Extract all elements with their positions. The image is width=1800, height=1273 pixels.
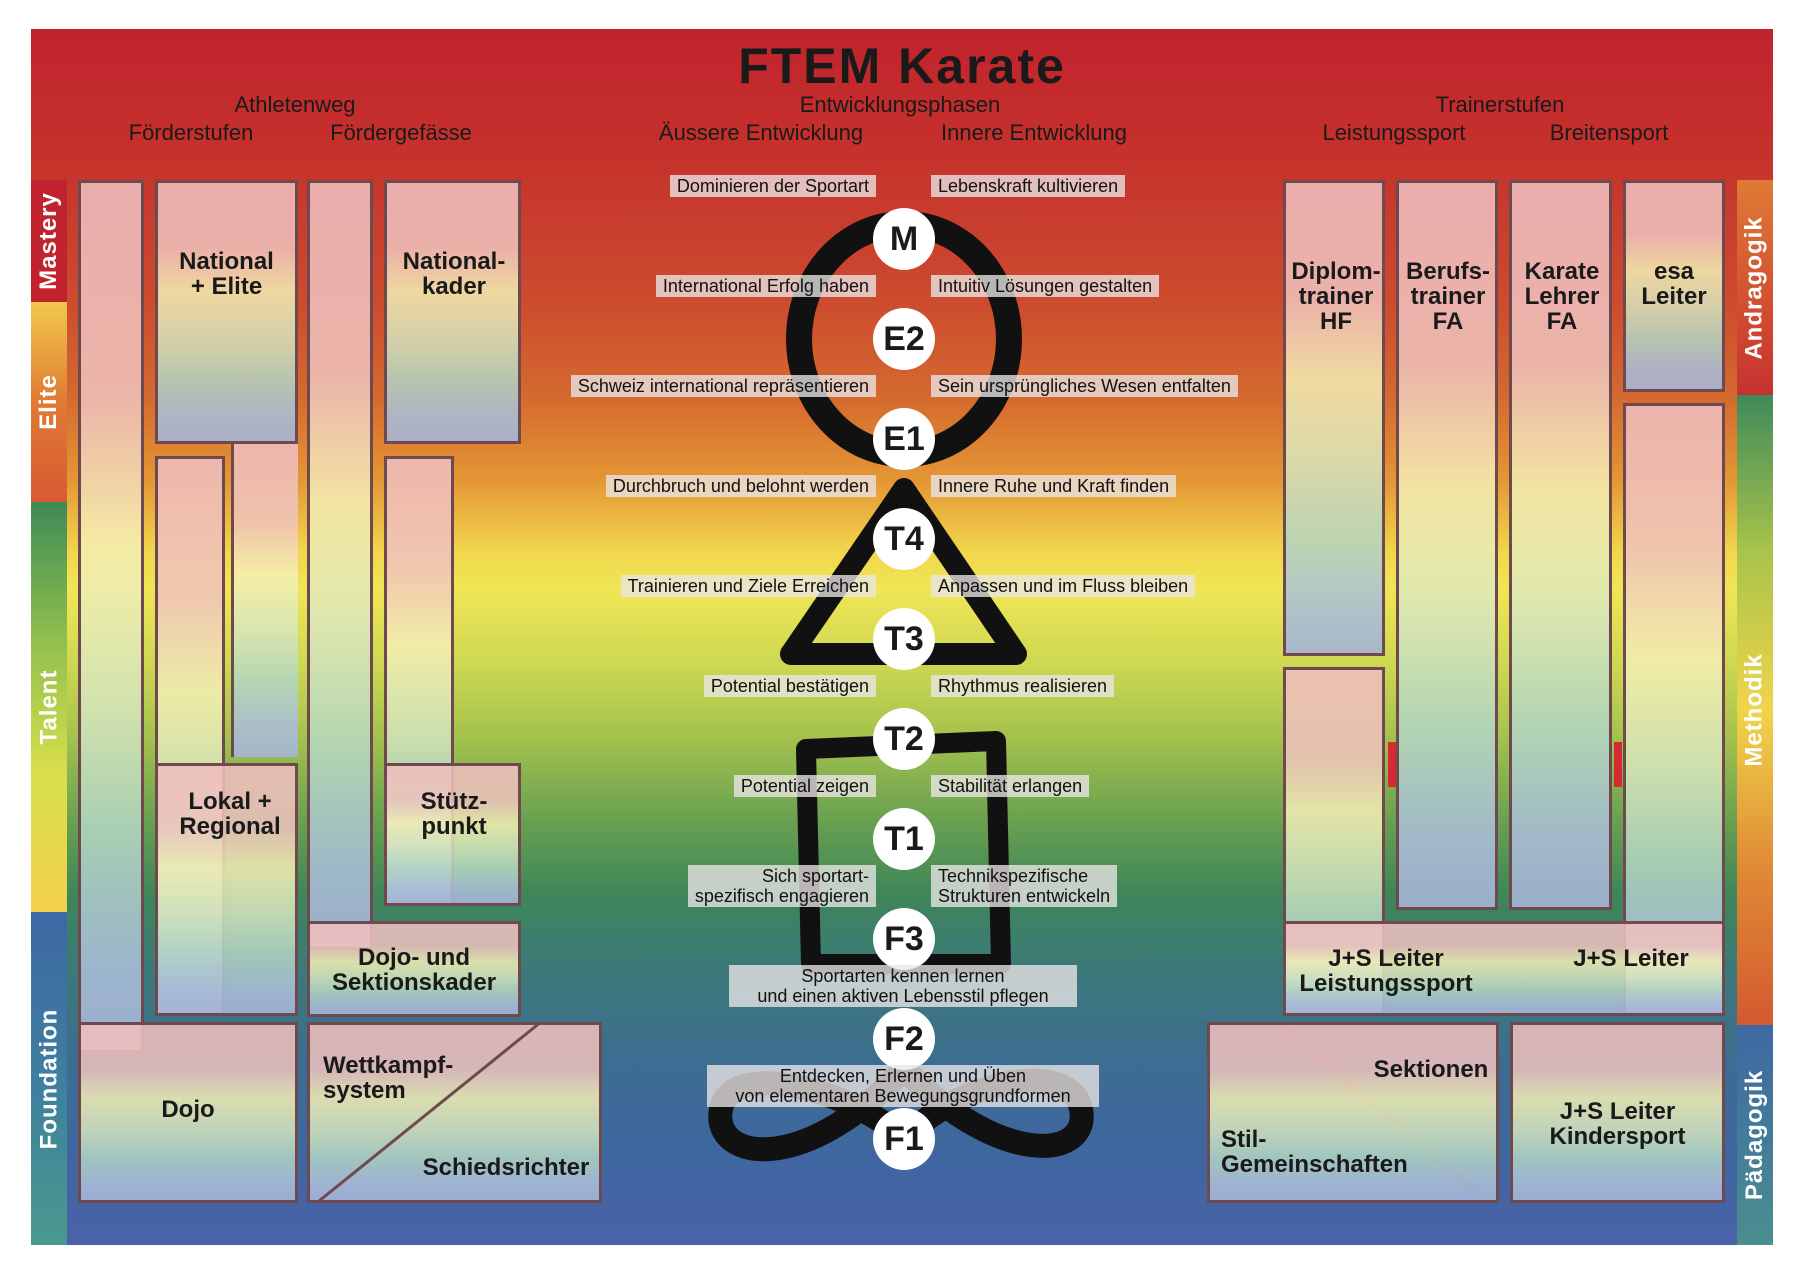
header-aeussere-entwicklung: Äussere Entwicklung xyxy=(658,120,864,145)
header-innere-entwicklung: Innere Entwicklung xyxy=(941,120,1127,145)
phase-node-t4: T4 xyxy=(873,508,935,570)
panel-sektionen-stil xyxy=(1207,1022,1499,1203)
panel-esa-lower xyxy=(1623,403,1725,1016)
panel-karate-lehrer xyxy=(1509,180,1612,910)
tag-inner-f3: Technikspezifische Strukturen entwickeln xyxy=(931,865,1118,907)
tag-combined-f1: Entdecken, Erlernen und Üben von element… xyxy=(707,1065,1099,1107)
tag-outer-t1: Potential zeigen xyxy=(733,775,876,797)
red-marker-left xyxy=(1388,742,1396,787)
panel-diplomtrainer xyxy=(1283,180,1385,656)
band-mastery: Mastery xyxy=(31,180,67,302)
phase-node-t2: T2 xyxy=(873,708,935,770)
phase-node-e2: E2 xyxy=(873,308,935,370)
phase-node-f2: F2 xyxy=(873,1008,935,1070)
label-diplomtrainer: Diplom- trainer HF xyxy=(1291,258,1381,335)
tag-inner-t2: Rhythmus realisieren xyxy=(931,675,1115,697)
tag-inner-t3: Anpassen und im Fluss bleiben xyxy=(931,575,1196,597)
tag-outer-m: Dominieren der Sportart xyxy=(669,175,876,197)
header-foerderstufen: Förderstufen xyxy=(128,120,254,145)
band-andragogik: Andragogik xyxy=(1737,180,1773,395)
tag-inner-t4: Innere Ruhe und Kraft finden xyxy=(931,475,1177,497)
label-wettkampfsystem: Wettkampf- system xyxy=(323,1052,454,1104)
label-dojo: Dojo xyxy=(161,1096,215,1123)
panel-berufstrainer xyxy=(1396,180,1498,910)
tag-inner-e2: Intuitiv Lösungen gestalten xyxy=(931,275,1160,297)
tag-outer-f3: Sich sportart- spezifisch engagieren xyxy=(687,865,876,907)
label-stil-gemeinschaften: Stil- Gemeinschaften xyxy=(1221,1126,1408,1178)
label-js-leiter: J+S Leiter xyxy=(1573,945,1689,972)
label-national-elite: National + Elite xyxy=(179,248,274,300)
label-stuetzpunkt: Stütz- punkt xyxy=(420,788,488,840)
tag-outer-t2: Potential bestätigen xyxy=(703,675,876,697)
band-paedagogik: Pädagogik xyxy=(1737,1025,1773,1245)
label-schiedsrichter: Schiedsrichter xyxy=(422,1154,590,1181)
tag-outer-e1: Schweiz international repräsentieren xyxy=(570,375,876,397)
header-entwicklungsphasen: Entwicklungsphasen xyxy=(799,92,1001,117)
panel-foerdergefaesse-outer xyxy=(307,180,373,950)
tag-outer-t3: Trainieren und Ziele Erreichen xyxy=(620,575,876,597)
panel-esa-leiter xyxy=(1623,180,1725,392)
tag-inner-m: Lebenskraft kultivieren xyxy=(931,175,1126,197)
tag-inner-e1: Sein ursprüngliches Wesen entfalten xyxy=(931,375,1238,397)
panel-js-kindersport xyxy=(1510,1022,1725,1203)
label-nationalkader: National- kader xyxy=(402,248,506,300)
label-js-leistungssport: J+S Leiter Leistungssport xyxy=(1299,945,1473,997)
panel-lokal-regional xyxy=(155,763,298,1016)
label-lokal-regional: Lokal + Regional xyxy=(179,788,281,840)
label-sektionen: Sektionen xyxy=(1373,1056,1489,1083)
label-js-kindersport: J+S Leiter Kindersport xyxy=(1549,1098,1686,1150)
header-trainerstufen: Trainerstufen xyxy=(1435,92,1565,117)
panel-foerderstufen-outer xyxy=(78,180,144,1053)
panel-dojo xyxy=(78,1022,298,1203)
band-foundation: Foundation xyxy=(31,912,67,1245)
tag-outer-t4: Durchbruch und belohnt werden xyxy=(605,475,876,497)
label-karate-lehrer: Karate Lehrer FA xyxy=(1524,258,1600,335)
band-methodik: Methodik xyxy=(1737,395,1773,1025)
phase-node-f3: F3 xyxy=(873,908,935,970)
band-talent: Talent xyxy=(31,502,67,912)
header-leistungssport: Leistungssport xyxy=(1322,120,1466,145)
label-dojo-sektionskader: Dojo- und Sektionskader xyxy=(331,944,497,996)
panel-dojo-sektionskader xyxy=(307,921,521,1017)
phase-node-t3: T3 xyxy=(873,608,935,670)
ftem-diagram: FTEM Karate Athletenweg Förderstufen För… xyxy=(31,29,1773,1245)
phase-node-f1: F1 xyxy=(873,1108,935,1170)
phase-node-t1: T1 xyxy=(873,808,935,870)
panel-js-leiter-row xyxy=(1283,921,1725,1016)
panel-national-elite xyxy=(155,180,298,444)
panel-stuetzpunkt xyxy=(384,763,521,906)
panel-nationalkader xyxy=(384,180,521,444)
diagram-title: FTEM Karate xyxy=(738,38,1066,94)
header-foerdergefaesse: Fördergefässe xyxy=(330,120,472,145)
label-berufstrainer: Berufs- trainer FA xyxy=(1405,258,1490,335)
label-esa-leiter: esa Leiter xyxy=(1641,258,1707,310)
red-marker-right xyxy=(1614,742,1622,787)
tag-outer-e2: International Erfolg haben xyxy=(655,275,876,297)
tag-inner-t1: Stabilität erlangen xyxy=(931,775,1090,797)
phase-node-m: M xyxy=(873,208,935,270)
header-breitensport: Breitensport xyxy=(1549,120,1669,145)
band-elite: Elite xyxy=(31,302,67,502)
panel-elite-gap xyxy=(231,444,298,757)
tag-combined-f2: Sportarten kennen lernen und einen aktiv… xyxy=(729,965,1077,1007)
header-athletenweg: Athletenweg xyxy=(234,92,356,117)
phase-node-e1: E1 xyxy=(873,408,935,470)
